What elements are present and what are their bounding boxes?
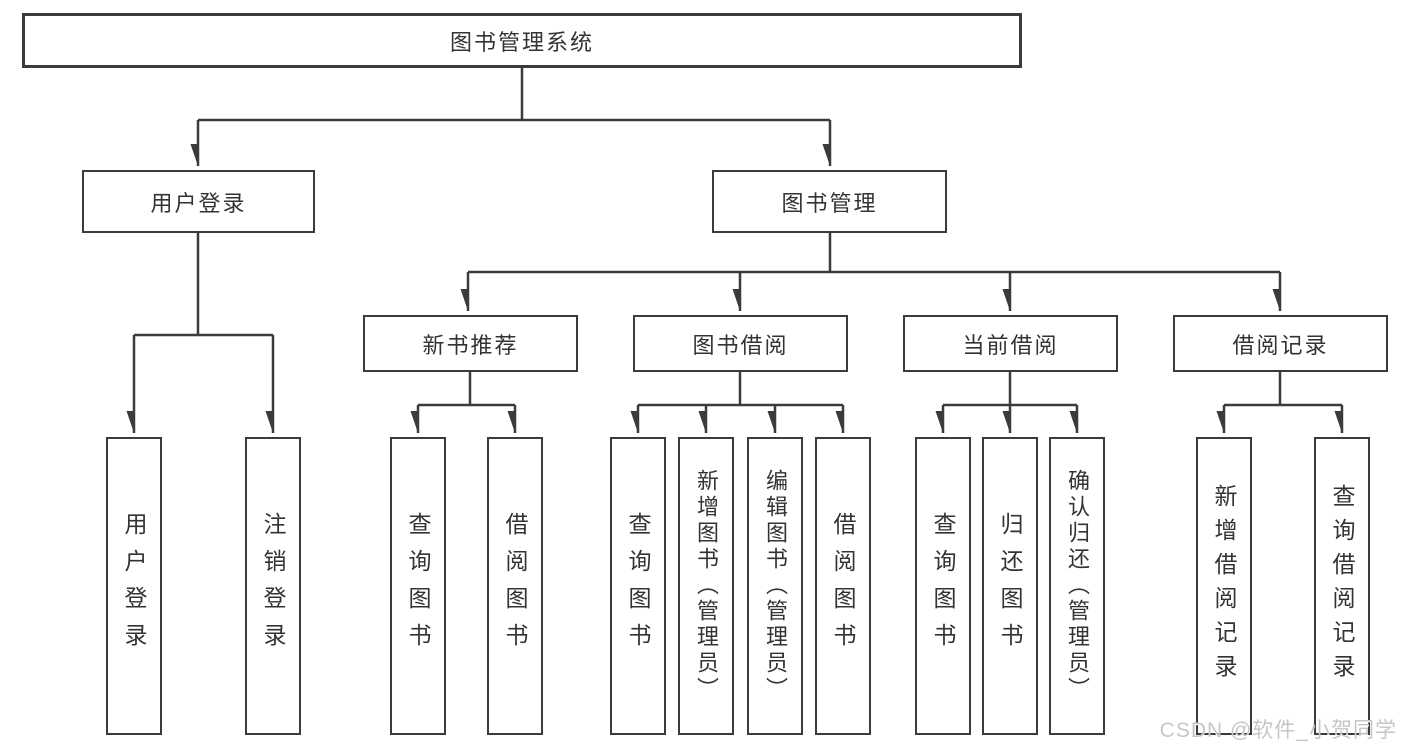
- leaf-label: 注销登录: [260, 512, 286, 660]
- node-current-borrow: 当前借阅: [903, 315, 1118, 372]
- leaf-label: 编辑图书（管理员）: [763, 469, 788, 703]
- node-book-borrow: 图书借阅: [633, 315, 848, 372]
- watermark: CSDN @软件_小贺同学: [1159, 719, 1397, 742]
- node-user-login: 用户登录: [82, 170, 315, 233]
- node-leaf-return-books: 归还图书: [982, 437, 1038, 735]
- leaf-label: 查询图书: [625, 512, 651, 660]
- node-leaf-query-borrow-record: 查询借阅记录: [1314, 437, 1370, 735]
- leaf-label: 归还图书: [997, 512, 1023, 660]
- leaf-label: 新增图书（管理员）: [694, 469, 719, 703]
- leaf-label: 借阅图书: [830, 512, 856, 660]
- leaf-label: 查询图书: [930, 512, 956, 660]
- node-leaf-add-books-admin: 新增图书（管理员）: [678, 437, 734, 735]
- node-leaf-confirm-return-admin: 确认归还（管理员）: [1049, 437, 1105, 735]
- leaf-label: 用户登录: [121, 512, 147, 660]
- node-leaf-query-books: 查询图书: [390, 437, 446, 735]
- leaf-label: 新增借阅记录: [1211, 484, 1237, 688]
- leaf-label: 借阅图书: [502, 512, 528, 660]
- node-library-management-system: 图书管理系统: [22, 13, 1022, 68]
- leaf-label: 查询借阅记录: [1329, 484, 1355, 688]
- node-leaf-borrow-books: 借阅图书: [487, 437, 543, 735]
- node-leaf-user-login: 用户登录: [106, 437, 162, 735]
- node-book-management: 图书管理: [712, 170, 947, 233]
- node-leaf-borrow-books: 借阅图书: [815, 437, 871, 735]
- leaf-label: 确认归还（管理员）: [1065, 469, 1090, 703]
- leaf-label: 查询图书: [405, 512, 431, 660]
- node-leaf-logout: 注销登录: [245, 437, 301, 735]
- node-leaf-add-borrow-record: 新增借阅记录: [1196, 437, 1252, 735]
- node-borrow-record: 借阅记录: [1173, 315, 1388, 372]
- node-leaf-edit-books-admin: 编辑图书（管理员）: [747, 437, 803, 735]
- node-leaf-query-books: 查询图书: [915, 437, 971, 735]
- node-new-book-recommend: 新书推荐: [363, 315, 578, 372]
- node-leaf-query-books: 查询图书: [610, 437, 666, 735]
